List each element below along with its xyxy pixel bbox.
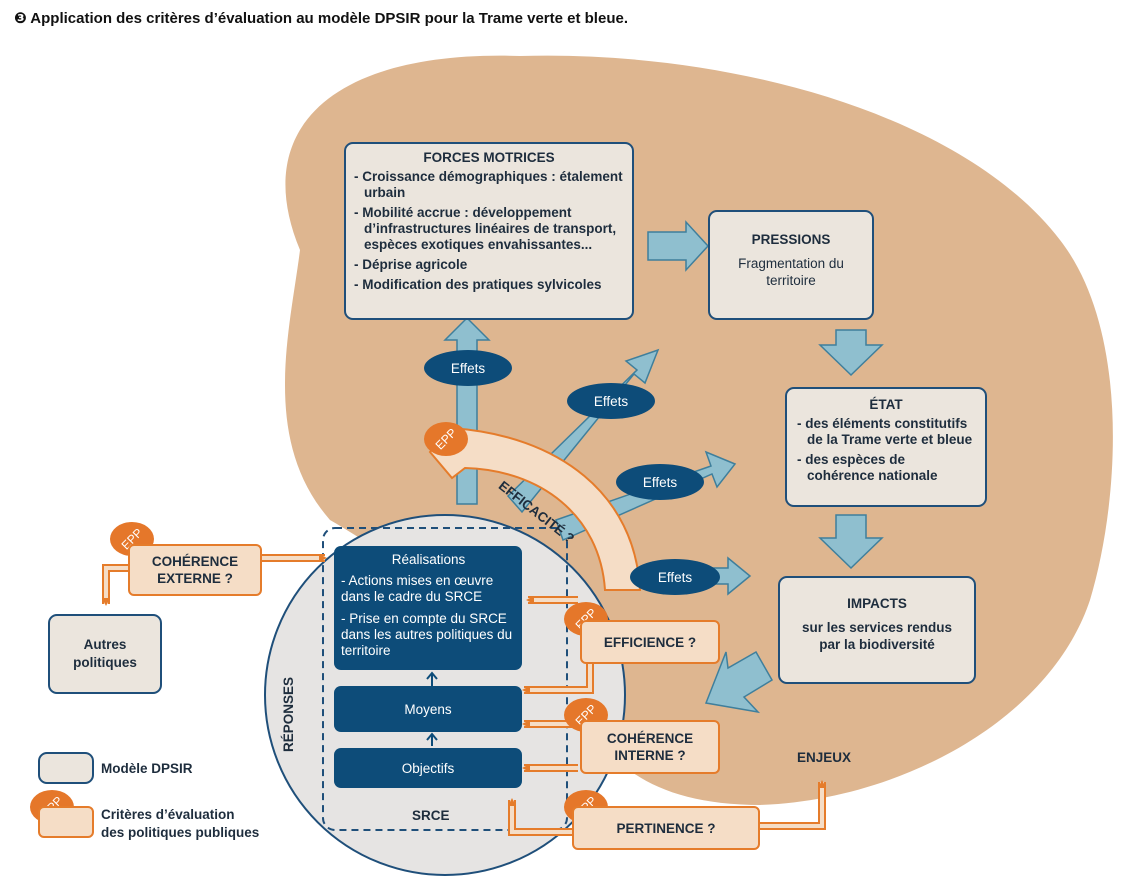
legend-criteres-swatch bbox=[38, 806, 94, 838]
realisations-box: Réalisations - Actions mises en œuvre da… bbox=[334, 546, 522, 670]
enjeux-label: ENJEUX bbox=[797, 750, 852, 765]
objectifs-box: Objectifs bbox=[334, 748, 522, 788]
effets-oval-1: Effets bbox=[424, 350, 512, 386]
coherence-externe-box: COHÉRENCE EXTERNE ? bbox=[128, 544, 262, 596]
autres-politiques-box: Autres politiques bbox=[48, 614, 162, 694]
moyens-box: Moyens bbox=[334, 686, 522, 732]
etat-heading: ÉTAT bbox=[869, 397, 903, 412]
realisations-item: - Actions mises en œuvre dans le cadre d… bbox=[341, 573, 494, 604]
forces-item: - Mobilité accrue : développement d’infr… bbox=[354, 205, 617, 252]
forces-item: - Déprise agricole bbox=[354, 257, 468, 272]
coherence-interne-box: COHÉRENCE INTERNE ? bbox=[580, 720, 720, 774]
pressions-box: PRESSIONS Fragmentation du territoire bbox=[708, 210, 874, 320]
legend-dpsir-label: Modèle DPSIR bbox=[101, 761, 193, 776]
pressions-heading: PRESSIONS bbox=[751, 232, 831, 247]
etat-item: - des espèces de cohérence nationale bbox=[797, 452, 938, 483]
legend-dpsir-swatch bbox=[38, 752, 94, 784]
figure-title: ❸ Application des critères d’évaluation … bbox=[14, 10, 628, 27]
effets-arrow-1 bbox=[443, 316, 491, 505]
impacts-text: sur les services rendus par la biodivers… bbox=[801, 620, 953, 652]
realisations-item: - Prise en compte du SRCE dans les autre… bbox=[341, 611, 513, 658]
arrow-forces-to-pressions bbox=[647, 220, 710, 272]
srce-label: SRCE bbox=[412, 808, 450, 823]
reponses-label: RÉPONSES bbox=[281, 676, 296, 752]
pressions-text: Fragmentation du territoire bbox=[738, 256, 844, 288]
pertinence-box: PERTINENCE ? bbox=[572, 806, 760, 850]
forces-item: - Croissance démographiques : étalement … bbox=[354, 169, 623, 200]
effets-oval-3: Effets bbox=[616, 464, 704, 500]
forces-motrices-box: FORCES MOTRICES - Croissance démographiq… bbox=[344, 142, 634, 320]
etat-item: - des éléments constitutifs de la Trame … bbox=[797, 416, 973, 447]
arrow-etat-to-impacts bbox=[818, 514, 884, 570]
etat-box: ÉTAT - des éléments constitutifs de la T… bbox=[785, 387, 987, 507]
arrow-impacts-to-reponses bbox=[704, 650, 774, 714]
realisations-heading: Réalisations bbox=[391, 552, 466, 567]
impacts-heading: IMPACTS bbox=[847, 596, 907, 611]
forces-motrices-heading: FORCES MOTRICES bbox=[423, 150, 555, 165]
impacts-box: IMPACTS sur les services rendus par la b… bbox=[778, 576, 976, 684]
efficience-box: EFFICIENCE ? bbox=[580, 620, 720, 664]
srce-dashed-frame bbox=[322, 527, 568, 831]
arrow-pressions-to-etat bbox=[818, 329, 884, 377]
effets-oval-2: Effets bbox=[567, 383, 655, 419]
forces-item: - Modification des pratiques sylvicoles bbox=[354, 277, 602, 292]
legend-criteres-label: Critères d’évaluation des politiques pub… bbox=[101, 807, 260, 840]
efficacite-arrow bbox=[428, 426, 642, 591]
epp-badge-efficacite: EPP bbox=[424, 422, 468, 456]
effets-oval-4: Effets bbox=[630, 559, 720, 595]
autres-politiques-label: Autres politiques bbox=[73, 637, 137, 670]
